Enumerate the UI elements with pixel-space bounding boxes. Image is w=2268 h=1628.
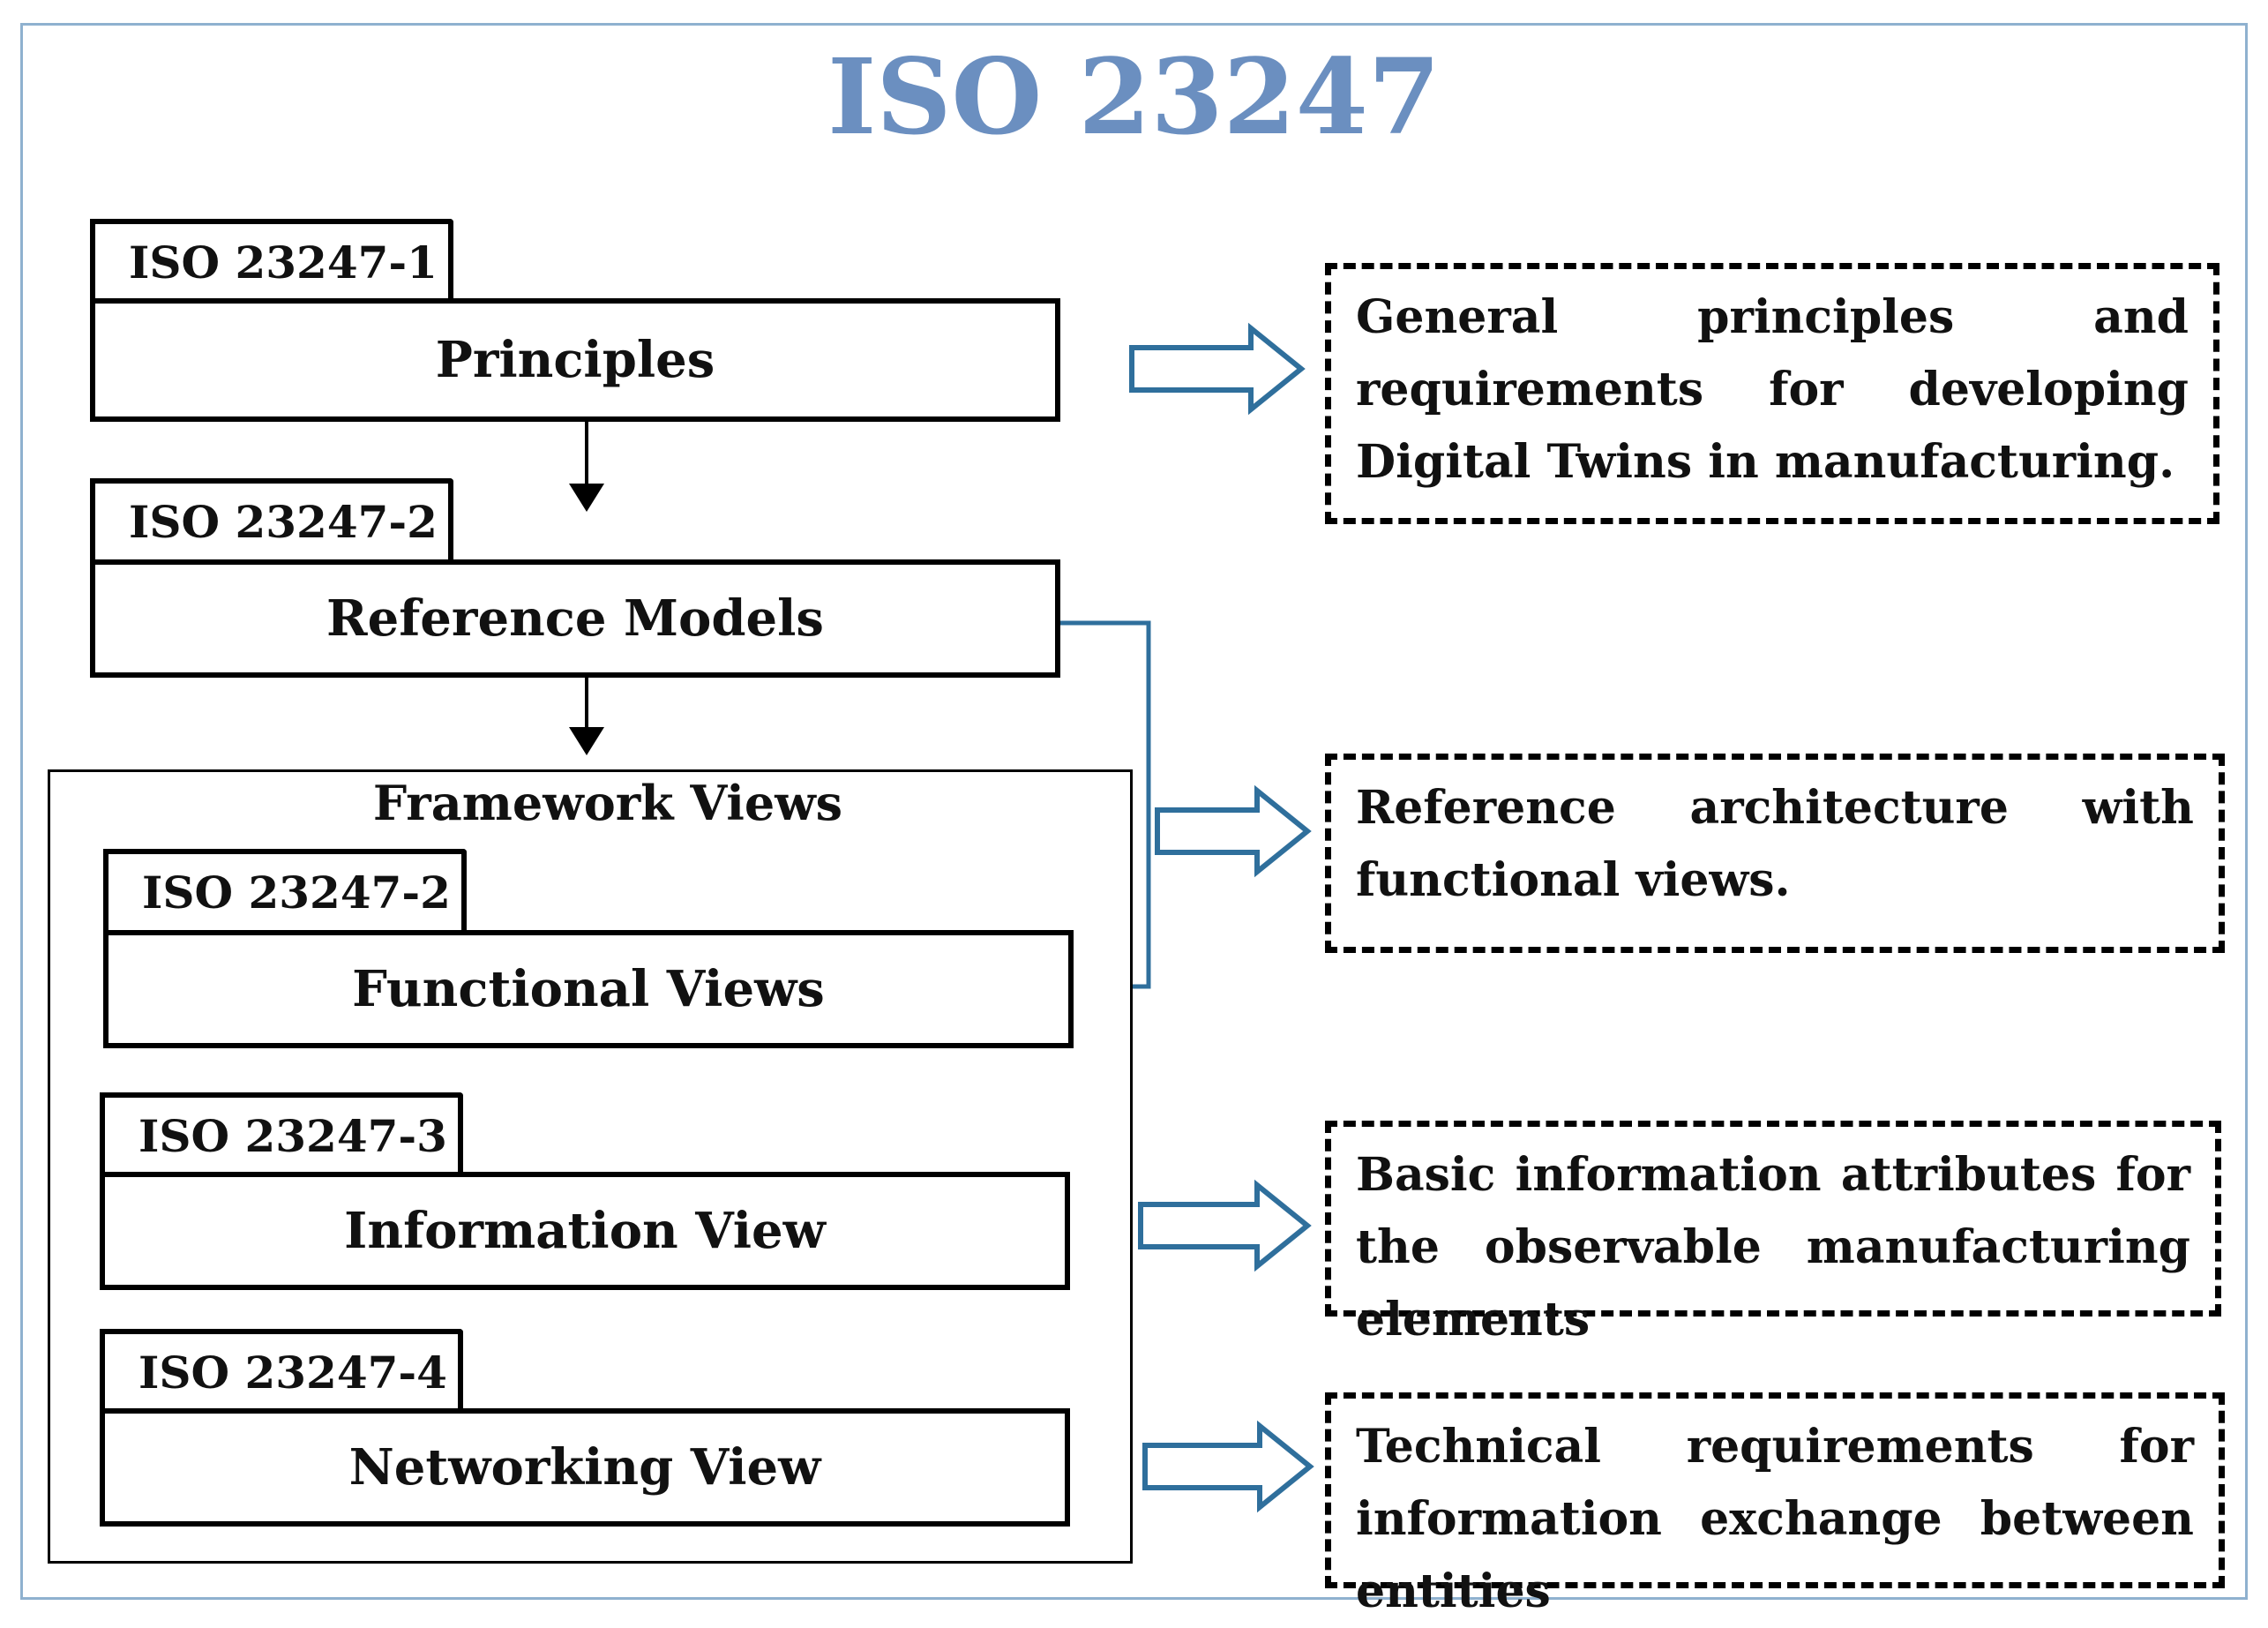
down-arrow-1-head [569, 484, 604, 512]
tab-iso-23247-1: ISO 23247-1 [90, 219, 453, 304]
information-view-box: Information View [100, 1172, 1070, 1290]
hollow-arrow-3 [1138, 1179, 1312, 1272]
tab-networking-view: ISO 23247-4 [100, 1329, 463, 1414]
tab-iso-23247-2: ISO 23247-2 [90, 478, 453, 563]
hollow-arrow-2 [1155, 784, 1312, 878]
framework-views-label: Framework Views [372, 775, 843, 831]
description-principles: General principles and requirements for … [1325, 263, 2219, 524]
diagram-title: ISO 23247 [827, 35, 1441, 158]
hollow-arrow-1 [1129, 322, 1306, 416]
description-networking-view: Technical requirements for information e… [1325, 1392, 2225, 1618]
functional-views-box: Functional Views [103, 930, 1074, 1048]
principles-box: Principles [90, 298, 1060, 422]
tab-functional-views: ISO 23247-2 [103, 849, 467, 934]
figure-frame [20, 23, 2248, 1600]
down-arrow-2-head [569, 727, 604, 755]
hollow-arrow-4 [1142, 1420, 1314, 1513]
tab-information-view: ISO 23247-3 [100, 1092, 463, 1177]
description-information-view: Basic information attributes for the obs… [1325, 1121, 2221, 1347]
reference-models-box: Reference Models [90, 559, 1060, 678]
networking-view-box: Networking View [100, 1408, 1070, 1527]
description-reference-models: Reference architecture with functional v… [1325, 754, 2225, 953]
